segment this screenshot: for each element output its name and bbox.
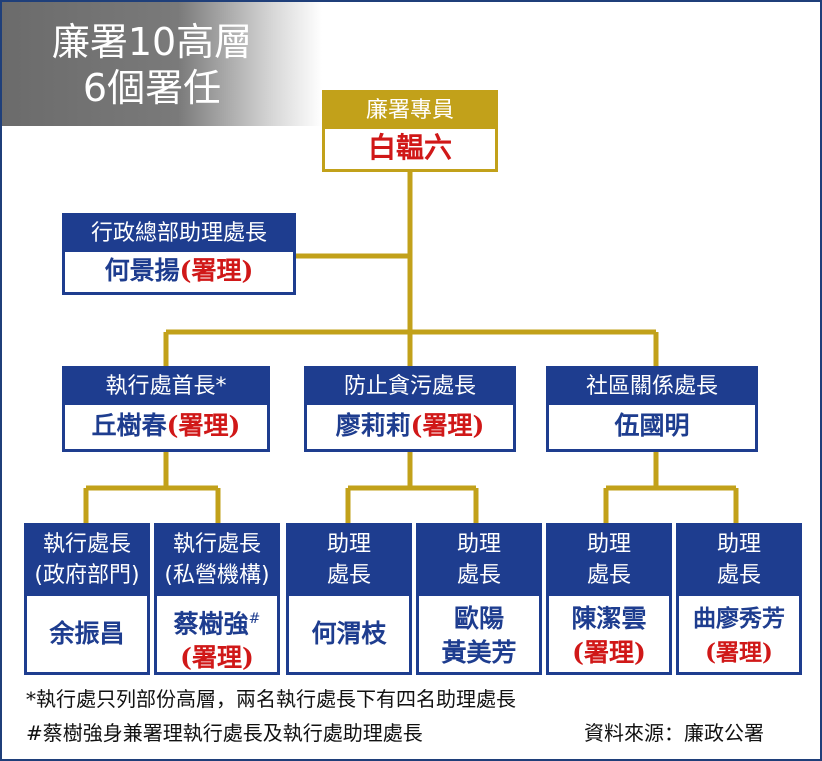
asst4-acting: (署理)	[705, 639, 773, 666]
ops-govt-name: 余振昌	[49, 619, 125, 648]
asst4-title: 助理 處長	[679, 526, 799, 596]
node-assistant-director-1: 助理 處長 何渭枝	[286, 523, 412, 675]
admin-title: 行政總部助理處長	[65, 216, 293, 252]
asst1-title-line1: 助理	[326, 532, 371, 557]
ops-head-name-block: 丘樹春(署理)	[65, 402, 267, 449]
admin-acting: (署理)	[179, 256, 254, 285]
asst3-title: 助理 處長	[549, 526, 669, 596]
node-assistant-director-4: 助理 處長 曲廖秀芳 (署理)	[676, 523, 802, 675]
asst4-title-line1: 助理	[716, 532, 761, 557]
ops-head-title: 執行處首長*	[65, 369, 267, 405]
asst1-title-line2: 處長	[326, 563, 371, 588]
asst2-title-line2: 處長	[456, 563, 501, 588]
footnote-operations: *執行處只列部份高層，兩名執行處長下有四名助理處長	[26, 687, 516, 711]
asst4-title-line2: 處長	[716, 563, 761, 588]
node-ops-director-govt: 執行處長 (政府部門) 余振昌	[24, 523, 150, 675]
node-prevention-director: 防止貪污處長 廖莉莉(署理)	[304, 366, 516, 452]
headline-block: 廉署10高層 6個署任	[2, 2, 322, 126]
asst3-title-line1: 助理	[586, 532, 631, 557]
source-credit: 資料來源：廉政公署	[584, 721, 764, 745]
community-title: 社區關係處長	[549, 369, 755, 405]
asst2-title: 助理 處長	[419, 526, 539, 596]
ops-govt-title: 執行處長 (政府部門)	[27, 526, 147, 596]
commissioner-title: 廉署專員	[325, 93, 495, 129]
headline-line-2: 6個署任	[82, 66, 222, 110]
ops-govt-title-line2: (政府部門)	[34, 563, 140, 588]
node-operations-head: 執行處首長* 丘樹春(署理)	[62, 366, 270, 452]
ops-govt-title-line1: 執行處長	[42, 532, 131, 557]
headline-line-1: 廉署10高層	[51, 20, 253, 64]
ops-private-name-block: 蔡樹強# (署理)	[157, 596, 277, 672]
asst2-title-line1: 助理	[456, 532, 501, 557]
asst2-name-line2: 黃美芳	[441, 638, 517, 667]
ops-private-title: 執行處長 (私營機構)	[157, 526, 277, 596]
asst3-name-block: 陳潔雲 (署理)	[549, 596, 669, 672]
commissioner-name: 白韞六	[367, 131, 452, 164]
ops-head-name: 丘樹春	[91, 411, 167, 440]
prevention-title: 防止貪污處長	[307, 369, 513, 405]
ops-head-acting: (署理)	[166, 411, 241, 440]
prevention-name: 廖莉莉	[335, 411, 411, 440]
asst3-acting: (署理)	[572, 638, 646, 667]
ops-private-name: 蔡樹強	[173, 609, 249, 639]
admin-name-block: 何景揚(署理)	[65, 249, 293, 292]
node-ops-director-private: 執行處長 (私營機構) 蔡樹強# (署理)	[154, 523, 280, 675]
prevention-acting: (署理)	[410, 411, 485, 440]
node-assistant-director-2: 助理 處長 歐陽 黃美芳	[416, 523, 542, 675]
node-admin-assistant-director: 行政總部助理處長 何景揚(署理)	[62, 213, 296, 295]
asst1-title: 助理 處長	[289, 526, 409, 596]
asst3-name: 陳潔雲	[571, 604, 647, 633]
node-community-director: 社區關係處長 伍國明	[546, 366, 758, 452]
asst4-name-block: 曲廖秀芳 (署理)	[679, 596, 799, 672]
prevention-name-block: 廖莉莉(署理)	[307, 402, 513, 449]
asst1-name: 何渭枝	[311, 619, 387, 648]
ops-private-title-line2: (私營機構)	[164, 563, 270, 588]
asst4-name: 曲廖秀芳	[693, 605, 785, 632]
node-commissioner: 廉署專員 白韞六	[322, 90, 498, 172]
ops-private-mark: #	[248, 611, 261, 627]
node-assistant-director-3: 助理 處長 陳潔雲 (署理)	[546, 523, 672, 675]
community-name: 伍國明	[614, 411, 690, 440]
asst2-name-line1: 歐陽	[453, 604, 504, 633]
admin-name: 何景揚	[104, 256, 180, 285]
ops-private-title-line1: 執行處長	[172, 532, 261, 557]
asst3-title-line2: 處長	[586, 563, 631, 588]
footnote-acting: #蔡樹強身兼署理執行處長及執行處助理處長	[26, 721, 423, 745]
asst2-name-block: 歐陽 黃美芳	[419, 596, 539, 672]
ops-private-acting: (署理)	[180, 643, 254, 673]
